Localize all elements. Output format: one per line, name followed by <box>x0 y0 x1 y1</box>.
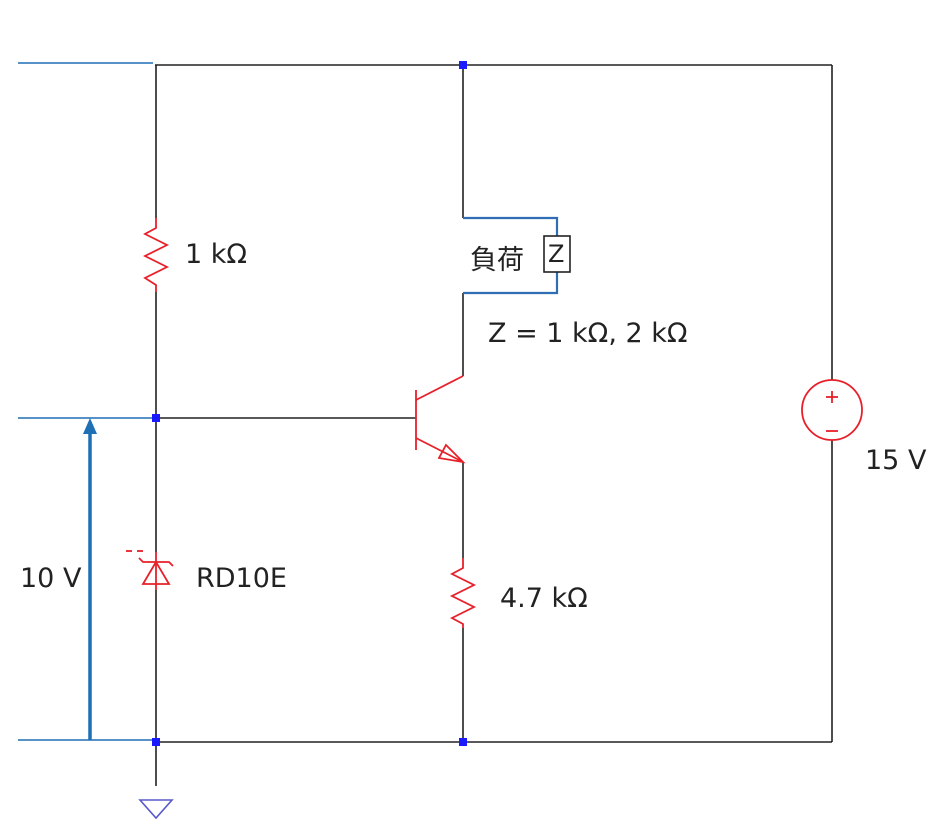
junctions <box>152 61 467 746</box>
resistor-r1 <box>142 218 170 292</box>
dc-voltage-source-icon <box>801 379 863 441</box>
resistor-re-label: 4.7 kΩ <box>500 583 588 614</box>
npn-transistor-icon <box>415 375 466 464</box>
reference-lines <box>18 62 153 741</box>
reference-voltage-label: 10 V <box>20 563 82 594</box>
zener-diode-icon <box>126 550 174 590</box>
junction-base <box>152 414 160 422</box>
load-bracket <box>463 216 559 295</box>
junction-top <box>459 61 467 69</box>
load-symbol-label: Z <box>548 240 565 268</box>
load-values-label: Z = 1 kΩ, 2 kΩ <box>488 318 688 349</box>
voltage-arrow <box>83 418 97 740</box>
junction-bottom-left <box>152 738 160 746</box>
voltage-source-label: 15 V <box>865 445 927 476</box>
zener-label: RD10E <box>196 563 287 594</box>
resistor-re <box>449 558 477 628</box>
junction-bottom-mid <box>459 738 467 746</box>
load-label: 負荷 <box>470 245 524 276</box>
wires <box>155 64 833 786</box>
resistor-r1-label: 1 kΩ <box>185 239 248 270</box>
ground-icon <box>138 799 174 820</box>
load-symbol-box <box>543 235 571 273</box>
